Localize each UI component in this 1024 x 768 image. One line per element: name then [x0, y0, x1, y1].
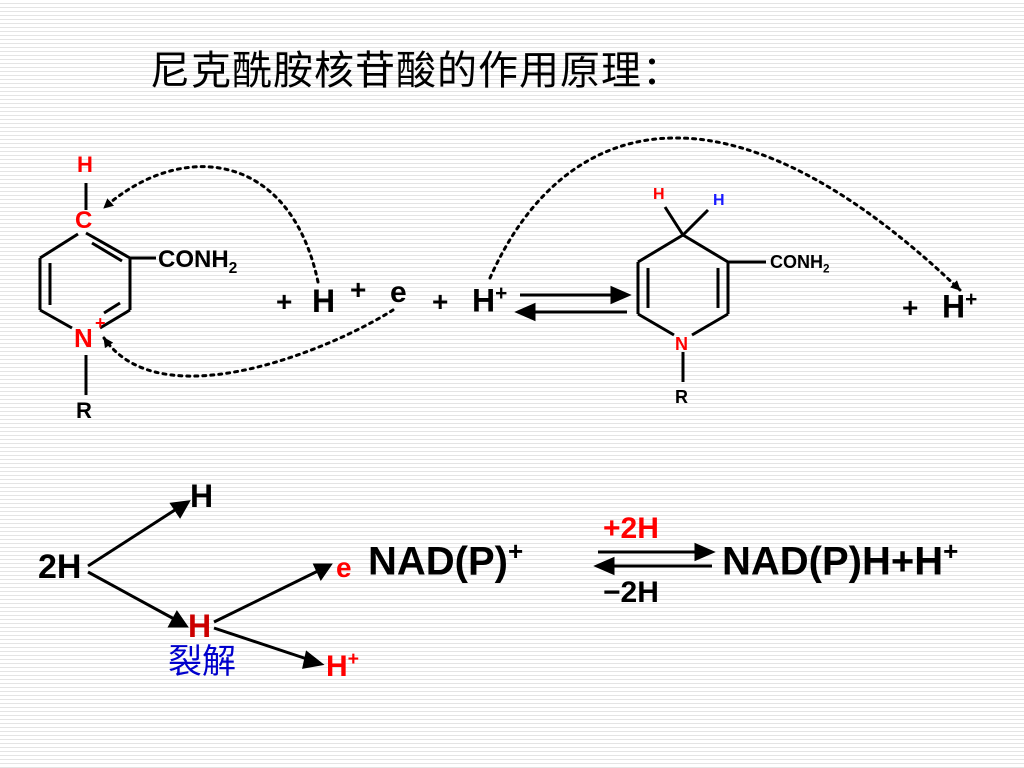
split-electron: e — [336, 552, 352, 583]
product-proton: H+ — [942, 288, 978, 325]
plus-sign-3: + — [432, 286, 449, 317]
reduced-h-left: H — [653, 186, 665, 203]
oxidized-n-charge: + — [95, 313, 106, 333]
split-source-2h: 2H — [38, 548, 82, 586]
equilibrium-arrows-top — [514, 285, 632, 322]
oxidized-n-atom: N — [74, 323, 93, 353]
oxidized-h-top: H — [77, 152, 93, 177]
reduced-n-atom: N — [675, 334, 688, 354]
electron: e — [390, 276, 407, 309]
page-title: 尼克酰胺核苷酸的作用原理： — [150, 48, 683, 94]
split-label-cleavage: 裂解 — [168, 642, 236, 682]
split-proton: H+ — [326, 648, 360, 683]
nad-forward-label: +2H — [603, 512, 659, 545]
reduced-ring-bonds — [636, 206, 766, 382]
reduced-h-right: H — [713, 192, 725, 209]
equilibrium-arrows-bottom — [593, 542, 716, 576]
split-lower-h: H — [188, 608, 212, 644]
oxidized-ring-bonds — [38, 183, 156, 395]
reduced-r-group: R — [675, 387, 688, 407]
oxidized-c-atom: C — [75, 207, 93, 234]
split-upper-h: H — [190, 478, 214, 514]
proton-reactant: H+ — [472, 282, 508, 319]
product-plus-sign: + — [902, 292, 919, 323]
plus-sign-1: + — [276, 286, 293, 317]
oxidized-r-group: R — [76, 398, 92, 423]
plus-sign-2: + — [350, 274, 367, 305]
nad-reduced: NAD(P)H+H+ — [722, 536, 959, 584]
oxidized-substituent: CONH2 — [158, 246, 238, 277]
nad-oxidized: NAD(P)+ — [368, 536, 524, 584]
reduced-substituent: CONH2 — [770, 252, 830, 276]
split-arrows — [87, 500, 333, 669]
nad-reverse-label: −2H — [603, 576, 659, 609]
hydrogen-atom: H — [312, 283, 336, 319]
dotted-arrows-left — [102, 136, 962, 378]
